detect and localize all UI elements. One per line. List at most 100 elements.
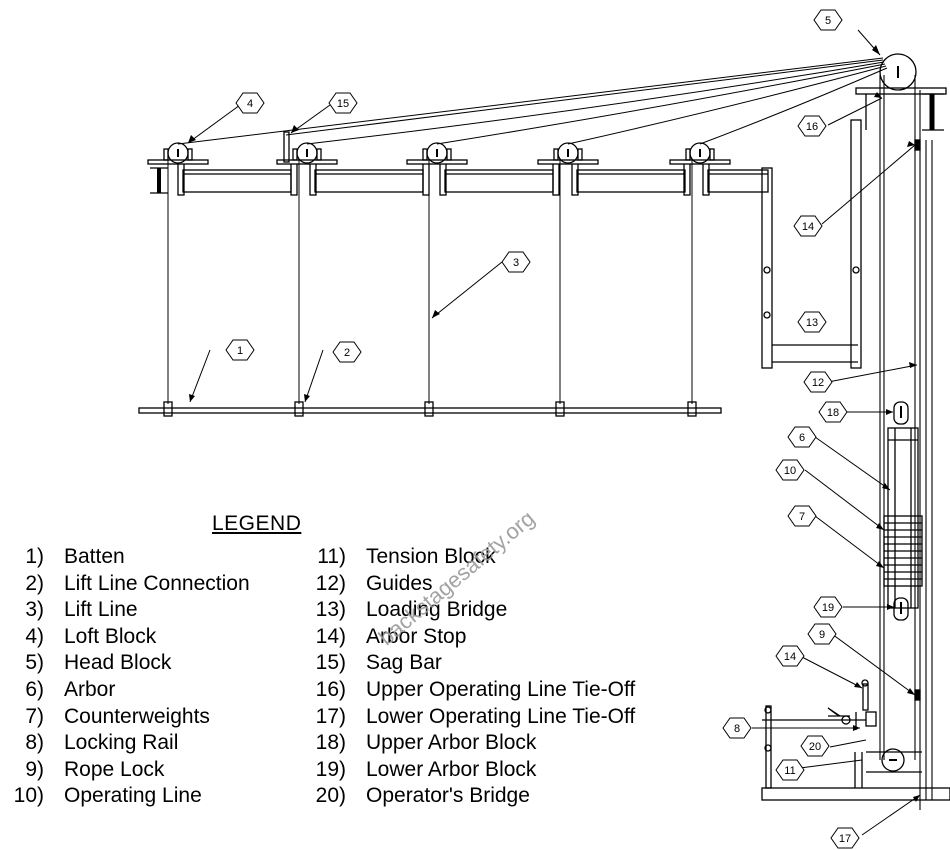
arbor [887,401,919,621]
arbor-stop [914,689,921,701]
arbor-stop [914,139,921,151]
legend-item-label: Lower Operating Line Tie-Off [366,704,636,728]
legend-item-label: Lower Arbor Block [366,757,537,781]
grid-beams [150,162,769,196]
legend-item-number: 9) [25,757,44,781]
callout-hexagon [787,505,817,527]
legend-item-number: 13) [315,598,346,622]
legend-item-label: Counterweights [64,704,210,728]
legend-item-number: 8) [25,731,44,755]
loading-bridge [761,119,862,369]
callout-hexagon [332,341,362,363]
counterweights [883,515,923,587]
callout-number: 10 [784,465,796,477]
legend-item-label: Loft Block [64,624,157,648]
callout-number: 8 [734,723,740,735]
loft-block [406,142,468,165]
callout-hexagon [830,827,860,849]
callout-number: 15 [337,98,349,110]
callout-hexagon [225,339,255,361]
legend-item-label: Sag Bar [366,651,442,675]
callout-number: 1 [237,345,243,357]
legend-item-number: 16) [315,677,346,701]
callout-hexagon [813,596,843,618]
callout-number: 14 [802,221,814,233]
legend-item-label: Guides [366,571,433,595]
loft-block [147,142,209,165]
legend-item-number: 18) [315,731,346,755]
lift-lines-overhead [177,57,888,145]
callout-number: 5 [825,15,831,27]
callout-hexagon [328,92,358,114]
sag-bar [283,131,290,163]
callout-number: 6 [799,432,805,444]
callout-hexagon [235,92,265,114]
callout-number: 16 [806,121,818,133]
batten [138,401,722,417]
arrowheads [188,45,920,802]
legend-item-number: 20) [315,784,346,808]
legend-title: LEGEND [212,512,302,535]
callout-hexagon [722,717,752,739]
loft-block [537,142,599,165]
legend-item-label: Operating Line [64,784,202,808]
legend-item-number: 12) [315,571,346,595]
legend-item-number: 5) [25,651,44,675]
legend-item-label: Locking Rail [64,731,179,755]
legend-item-label: Lift Line [64,598,138,622]
legend-item-number: 4) [25,624,44,648]
legend-item-label: Lift Line Connection [64,571,250,595]
callout-hexagon [775,645,805,667]
locking-rail [762,707,877,730]
legend-item-number: 11) [317,545,346,568]
legend-item-label: Arbor [64,677,116,701]
legend-item-label: Operator's Bridge [366,784,530,808]
legend-item-number: 3) [25,598,44,622]
callout-number: 14 [784,651,796,663]
legend-item-number: 7) [25,704,44,728]
callout-hexagon [797,115,827,137]
legend-item-number: 10) [13,784,44,808]
legend-item-number: 15) [315,651,346,675]
callout-number: 18 [827,407,839,419]
legend-item-number: 17) [315,704,346,728]
callout-number: 11 [784,765,795,777]
loft-block [669,142,731,165]
callout-hexagon [800,735,830,757]
callout-number: 7 [799,511,805,523]
callout-hexagon [501,251,531,273]
callout-hexagon [775,759,805,781]
callout-number: 19 [822,602,834,614]
legend-item-number: 19) [315,757,346,781]
leader-lines [187,29,921,836]
callout-hexagon [803,371,833,393]
loft-block [276,142,338,165]
tension-block [866,748,922,773]
legend-item-label: Rope Lock [64,757,165,781]
legend-item-label: Tension Block [366,545,496,568]
callout-number: 20 [809,741,821,753]
callout-number: 3 [513,257,519,269]
legend-item-label: Upper Arbor Block [366,731,537,755]
loft-blocks [147,142,731,165]
rope-lock [861,679,869,711]
legend-item-label: Batten [64,545,125,568]
callout-hexagon [818,401,848,423]
callout-hexagon [813,9,843,31]
callout-number: 12 [812,377,824,389]
callout-number: 9 [819,629,825,641]
head-block [855,53,947,131]
legend-item-label: Head Block [64,651,172,675]
lift-lines-vertical [167,160,693,404]
callout-hexagon [787,426,817,448]
callout-hexagon [775,459,805,481]
legend-item-number: 2) [25,571,44,595]
legend-item-label: Arbor Stop [366,624,467,648]
legend-item-number: 1) [25,545,44,568]
callout-number: 13 [806,317,818,329]
legend-item-number: 6) [25,677,44,701]
legend-item-label: Upper Operating Line Tie-Off [366,677,636,701]
callout-hexagon [807,623,837,645]
